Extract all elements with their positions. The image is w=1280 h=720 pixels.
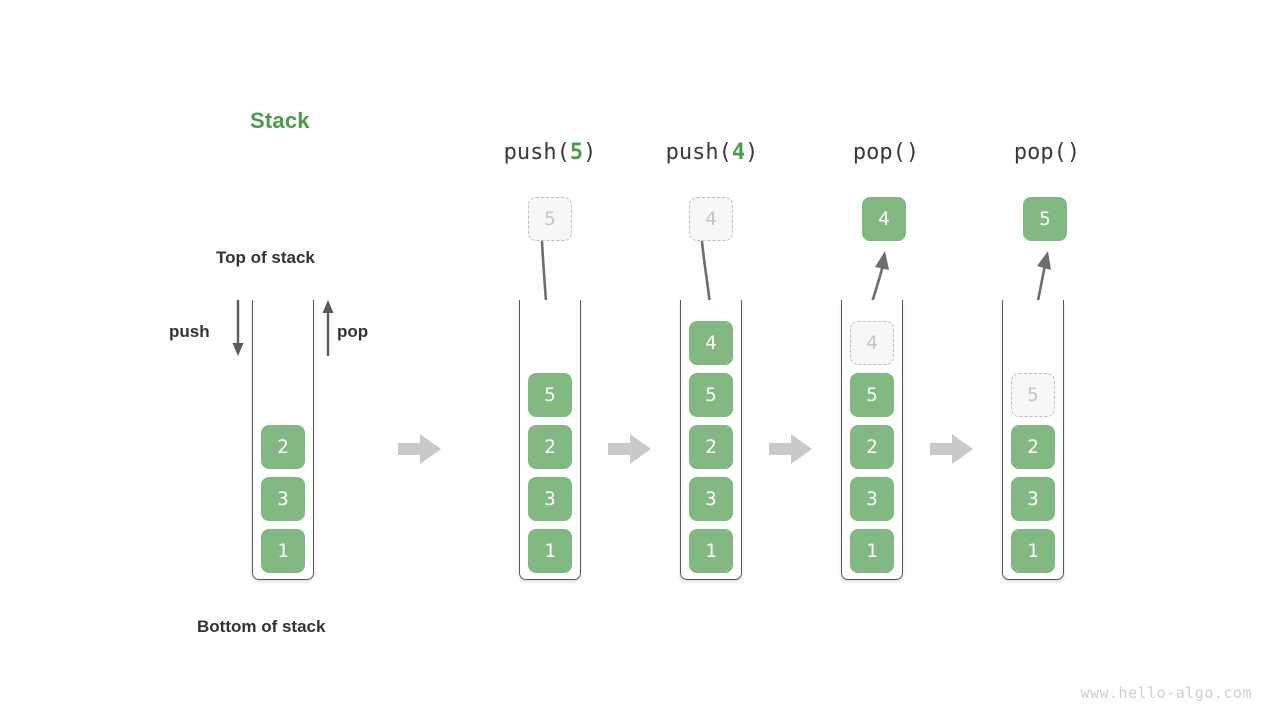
op-caption-tail: ) bbox=[745, 140, 759, 165]
page-title: Stack bbox=[250, 108, 310, 133]
op-caption-arg: 4 bbox=[731, 140, 746, 165]
op-caption-pop-1: pop() bbox=[796, 140, 976, 165]
stack-cell: 1 bbox=[850, 529, 894, 573]
stack-cell: 1 bbox=[261, 529, 305, 573]
stack-cell: 2 bbox=[528, 425, 572, 469]
op-caption-fn: pop() bbox=[852, 140, 920, 165]
stack-cell: 3 bbox=[1011, 477, 1055, 521]
stack-cell: 5 bbox=[850, 373, 894, 417]
stack-cell: 3 bbox=[689, 477, 733, 521]
stack-cell-ghost: 4 bbox=[850, 321, 894, 365]
right-arrow-icon bbox=[769, 434, 812, 464]
stack-cell: 1 bbox=[528, 529, 572, 573]
stack-cell: 3 bbox=[850, 477, 894, 521]
op-caption-fn: push( bbox=[665, 140, 732, 165]
stack-cell: 5 bbox=[528, 373, 572, 417]
op-caption-fn: pop() bbox=[1013, 140, 1081, 165]
stack-cell: 2 bbox=[1011, 425, 1055, 469]
stack-cell: 1 bbox=[689, 529, 733, 573]
pop-arrow-icon bbox=[322, 300, 334, 356]
right-arrow-icon bbox=[608, 434, 651, 464]
stack-cell: 1 bbox=[1011, 529, 1055, 573]
right-arrow-icon bbox=[398, 434, 441, 464]
op-caption-fn: push( bbox=[503, 140, 570, 165]
label-pop: pop bbox=[337, 322, 369, 341]
op-caption-push-5: push(5) bbox=[460, 140, 640, 165]
stack-cell: 4 bbox=[689, 321, 733, 365]
stack-cell: 2 bbox=[850, 425, 894, 469]
push-arrow-icon bbox=[232, 300, 244, 356]
floating-cell-ghost: 5 bbox=[528, 197, 572, 241]
stack-cell-ghost: 5 bbox=[1011, 373, 1055, 417]
op-caption-pop-2: pop() bbox=[957, 140, 1137, 165]
op-caption-arg: 5 bbox=[569, 140, 584, 165]
right-arrow-icon bbox=[930, 434, 973, 464]
stack-cell: 3 bbox=[261, 477, 305, 521]
stack-cell: 2 bbox=[689, 425, 733, 469]
op-caption-push-4: push(4) bbox=[622, 140, 802, 165]
label-push: push bbox=[169, 322, 210, 341]
floating-cell-popped: 5 bbox=[1023, 197, 1067, 241]
stack-cell: 5 bbox=[689, 373, 733, 417]
watermark: www.hello-algo.com bbox=[1080, 684, 1252, 702]
label-top-of-stack: Top of stack bbox=[216, 248, 315, 267]
floating-cell-popped: 4 bbox=[862, 197, 906, 241]
stack-cell: 2 bbox=[261, 425, 305, 469]
label-bottom-of-stack: Bottom of stack bbox=[197, 617, 326, 636]
stack-cell: 3 bbox=[528, 477, 572, 521]
floating-cell-ghost: 4 bbox=[689, 197, 733, 241]
op-caption-tail: ) bbox=[583, 140, 597, 165]
